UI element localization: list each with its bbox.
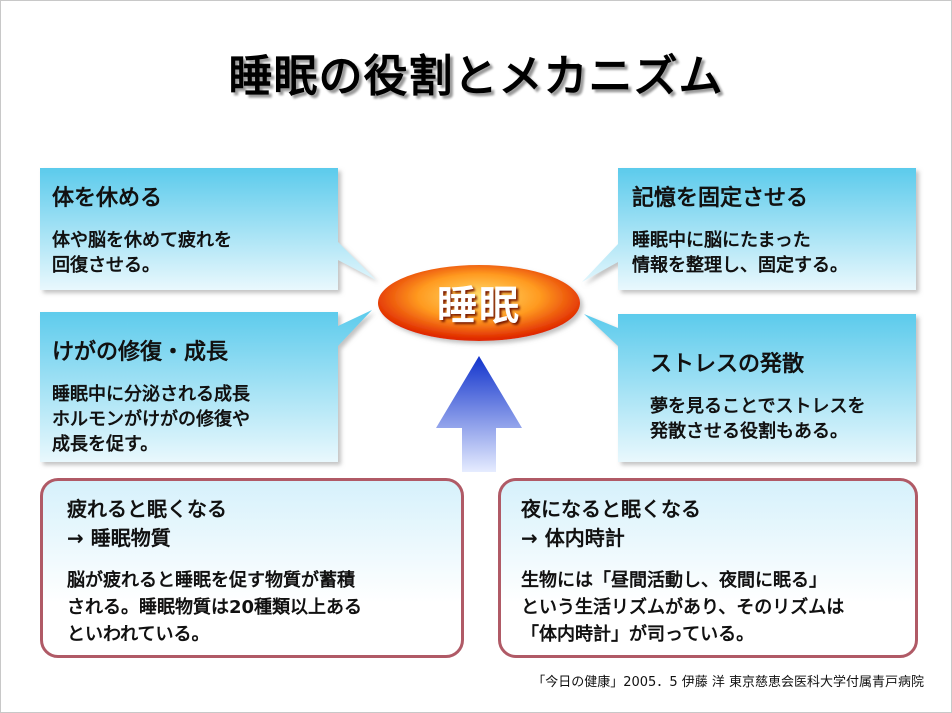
center-label: 睡眠 — [437, 283, 521, 329]
callout-body-line: 情報を整理し、固定する。 — [632, 255, 848, 276]
callout-body: 夢を見ることでストレスを 発散させる役割もある。 — [650, 394, 914, 444]
callout-body: 睡眠中に脳にたまった 情報を整理し、固定する。 — [632, 228, 912, 278]
callout-repair: けがの修復・成長 睡眠中に分泌される成長 ホルモンがけがの修復や 成長を促す。 — [52, 334, 332, 457]
callout-body-line: 夢を見ることでストレスを — [650, 396, 866, 417]
callout-shape-memory — [582, 168, 916, 290]
slide-title: 睡眠の役割とメカニズム — [228, 51, 724, 102]
cause-box-sleep-substance: 疲れると眠くなる → 睡眠物質 脳が疲れると睡眠を促す物質が蓄積 される。睡眠物… — [40, 478, 464, 658]
cause-body-line: 生物には「昼間活動し、夜間に眠る」 — [521, 570, 827, 591]
callout-stress: ストレスの発散 夢を見ることでストレスを 発散させる役割もある。 — [650, 346, 914, 444]
cause-body-line: 「体内時計」が司っている。 — [521, 624, 755, 645]
callout-body-line: 発散させる役割もある。 — [650, 421, 848, 442]
callout-body-line: 回復させる。 — [52, 255, 160, 276]
callout-heading: 記憶を固定させる — [632, 186, 809, 211]
cause-body-line: という生活リズムがあり、そのリズムは — [521, 597, 845, 618]
callout-body-line: 睡眠中に分泌される成長 — [52, 384, 250, 405]
center-oval — [378, 265, 580, 341]
callout-rest: 体を休める 体や脳を休めて疲れを 回復させる。 — [52, 180, 332, 278]
cause-body-line: 脳が疲れると睡眠を促す物質が蓄積 — [67, 570, 355, 591]
callout-memory: 記憶を固定させる 睡眠中に脳にたまった 情報を整理し、固定する。 — [632, 180, 912, 278]
cause-heading: 夜になると眠くなる → 体内時計 — [521, 495, 915, 553]
callout-shape-repair — [40, 310, 372, 462]
callout-body: 睡眠中に分泌される成長 ホルモンがけがの修復や 成長を促す。 — [52, 382, 332, 457]
cause-body: 脳が疲れると睡眠を促す物質が蓄積 される。睡眠物質は20種類以上ある といわれて… — [67, 567, 461, 648]
callout-body-line: 睡眠中に脳にたまった — [632, 230, 811, 251]
callout-shape-stress — [584, 314, 916, 462]
callout-heading: 体を休める — [52, 186, 163, 211]
cause-body: 生物には「昼間活動し、夜間に眠る」 という生活リズムがあり、そのリズムは 「体内… — [521, 567, 915, 648]
cause-heading-line: → 体内時計 — [521, 526, 625, 550]
callout-heading: けがの修復・成長 — [52, 340, 229, 365]
callout-body: 体や脳を休めて疲れを 回復させる。 — [52, 228, 332, 278]
callout-shape-rest — [40, 168, 376, 290]
cause-heading-line: 疲れると眠くなる — [67, 497, 227, 521]
callout-body-line: 成長を促す。 — [52, 434, 159, 455]
callout-body-line: 体や脳を休めて疲れを — [52, 230, 232, 251]
callout-body-line: ホルモンがけがの修復や — [52, 409, 250, 430]
cause-heading-line: 夜になると眠くなる — [521, 497, 701, 521]
cause-box-body-clock: 夜になると眠くなる → 体内時計 生物には「昼間活動し、夜間に眠る」 という生活… — [498, 478, 918, 658]
source-credit: 「今日の健康」2005．5 伊藤 洋 東京慈恵会医科大学付属青戸病院 — [532, 675, 924, 690]
up-arrow-icon — [436, 356, 522, 472]
callout-heading: ストレスの発散 — [650, 352, 805, 377]
cause-heading: 疲れると眠くなる → 睡眠物質 — [67, 495, 461, 553]
cause-body-line: といわれている。 — [67, 624, 210, 645]
cause-body-line: される。睡眠物質は20種類以上ある — [67, 597, 363, 618]
cause-heading-line: → 睡眠物質 — [67, 526, 171, 550]
